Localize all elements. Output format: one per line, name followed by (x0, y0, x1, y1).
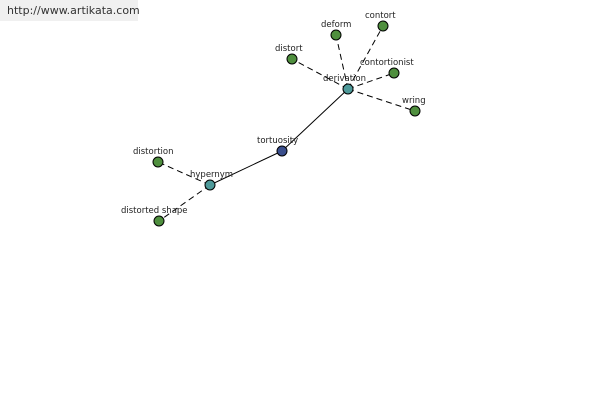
label-contortionist: contortionist (360, 58, 414, 68)
label-hypernym: hypernym (190, 170, 233, 180)
node-contortionist[interactable] (388, 67, 400, 79)
edge-hypernym-distorted-shape (158, 184, 211, 222)
edge-derivation-distort (291, 58, 349, 90)
node-distort[interactable] (286, 53, 298, 65)
label-deform: deform (321, 20, 351, 30)
node-tortuosity[interactable] (276, 145, 288, 157)
edge-tortuosity-derivation (281, 88, 349, 152)
edge-derivation-contortionist (347, 72, 395, 90)
label-wring: wring (402, 96, 426, 106)
edge-tortuosity-hypernym (209, 150, 283, 186)
label-distort: distort (275, 44, 303, 54)
edge-derivation-wring (347, 88, 416, 112)
edge-derivation-contort (347, 25, 384, 90)
node-distorted-shape[interactable] (153, 215, 165, 227)
node-contort[interactable] (377, 20, 389, 32)
node-deform[interactable] (330, 29, 342, 41)
label-contort: contort (365, 11, 396, 21)
node-wring[interactable] (409, 105, 421, 117)
label-distorted-shape: distorted shape (121, 206, 188, 216)
label-distortion: distortion (133, 147, 174, 157)
watermark: http://www.artikata.com (0, 0, 140, 21)
node-derivation[interactable] (342, 83, 354, 95)
label-derivation: derivation (323, 74, 366, 84)
node-distortion[interactable] (152, 156, 164, 168)
label-tortuosity: tortuosity (257, 136, 298, 146)
node-hypernym[interactable] (204, 179, 216, 191)
